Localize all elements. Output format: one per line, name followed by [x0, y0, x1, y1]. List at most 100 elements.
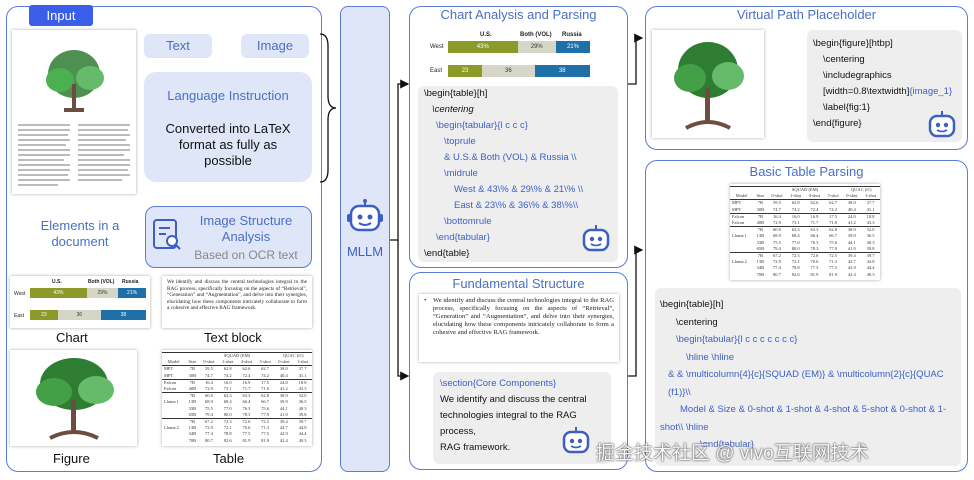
- mini-table-cell: 80.7: [773, 271, 781, 277]
- ca-header-both: Both (VOL): [520, 32, 552, 38]
- fs-code-line: process,: [440, 426, 476, 437]
- mini-table-header-cell: 1-shot: [222, 359, 234, 365]
- ca-code-line: \begin{tabular}{l c c c}: [436, 120, 528, 131]
- fundamental-bullet-text: We identify and discuss the central tech…: [433, 297, 614, 336]
- mini-table-cell: 40B: [756, 220, 765, 226]
- mini-table-cell: 41.2: [847, 220, 856, 226]
- mini-table-cell: 40.3: [298, 405, 307, 411]
- mini-table-header-cell: 0-shot: [203, 359, 215, 365]
- mini-table-cell: 16.0: [223, 379, 232, 385]
- mini-table-cell: 77.0: [791, 239, 800, 245]
- mini-table-cell: 34B: [188, 431, 197, 437]
- mini-table-cell: 77.4: [205, 431, 213, 437]
- mini-table-header-cell: Model: [167, 359, 180, 365]
- mini-table-cell: 62.8: [791, 200, 800, 206]
- mini-table-cell: 74.2: [829, 206, 838, 212]
- mini-table-cell: 77.5: [829, 265, 838, 271]
- mini-table-cell: 7B: [757, 253, 764, 259]
- bullet-dot: •: [424, 297, 427, 304]
- document-page-thumbnail: [12, 30, 136, 194]
- mini-table-cell: MPT: [164, 366, 174, 372]
- mini-table-cell: [730, 272, 753, 278]
- ca-code-line: \begin{table}[h]: [424, 88, 488, 99]
- chart-header-us: U.S.: [52, 279, 62, 285]
- ca-code-line: East & 23\% & 36\% & 38\%\\: [454, 200, 579, 211]
- mini-table-group-cell: SQUAD (EM): [791, 187, 819, 192]
- mini-table-cell: 75.5: [205, 405, 213, 411]
- ca-row-east: East: [430, 68, 443, 74]
- mini-table-cell: 66.4: [810, 233, 819, 239]
- mini-table-cell: 70.6: [242, 425, 251, 431]
- image-pill: Image: [241, 34, 309, 58]
- mini-table-cell: 75.5: [773, 239, 781, 245]
- robot-icon: [582, 225, 610, 252]
- mini-table-cell: 72.6: [810, 253, 819, 259]
- mini-table-cell: 82.6: [223, 437, 232, 443]
- mini-table-cell: 71.0: [261, 386, 270, 392]
- tp-code-line: (f1)}\\: [668, 386, 691, 398]
- mini-table-cell: 62.6: [242, 366, 251, 372]
- table-parsing-code: \begin{table}[h] \centering \begin{tabul…: [660, 296, 958, 454]
- mini-table-cell: 72.9: [773, 259, 781, 265]
- mini-table-cell: 16.9: [242, 379, 251, 385]
- figure-tree-art: [36, 358, 114, 440]
- mini-table-cell: 68.4: [223, 399, 232, 405]
- mini-table-cell: 72.1: [791, 259, 800, 265]
- vp-code-line: \end{figure}: [813, 118, 862, 129]
- mini-table-cell: 72.3: [791, 253, 800, 259]
- chart-bar-west-both: 29%: [86, 288, 119, 298]
- mini-table-cell: 62.8: [261, 393, 270, 399]
- mini-table-cell: 7B: [757, 213, 764, 219]
- ca-bar-west: 43% 29% 21%: [448, 41, 590, 53]
- mini-table-cell: [730, 253, 753, 260]
- fs-code-line: \section{Core Components}: [440, 378, 557, 389]
- fs-code-line: We identify and discuss the central: [440, 394, 587, 405]
- mini-table-cell: 63.3: [242, 393, 251, 399]
- mini-table-cell: 73.1: [223, 386, 232, 392]
- mini-table-cell: 77.9: [829, 245, 838, 251]
- mllm-output-arrows: [390, 33, 644, 381]
- mini-table-cell: 63.3: [810, 227, 819, 233]
- mini-table-cell: 72.5: [829, 253, 838, 259]
- mini-table-cell: 41.0: [279, 411, 288, 417]
- mini-table-header-cell: Size: [188, 359, 197, 365]
- ca-bar-east-russia: 38: [534, 65, 590, 77]
- mini-table-cell: 39.9: [847, 233, 856, 239]
- input-brace: [319, 33, 337, 183]
- mini-table-group-cell: QUAC (f1): [850, 187, 872, 192]
- mini-table-cell: 75.6: [829, 239, 838, 245]
- mini-table-cell: [730, 227, 753, 234]
- mini-table-cell: 70B: [188, 437, 197, 443]
- mini-table-cell: 71.3: [261, 425, 270, 431]
- mini-table-cell: 39.7: [866, 253, 875, 259]
- mini-table-cell: 71.7: [242, 386, 251, 392]
- mini-table-cell: 43.3: [298, 386, 307, 392]
- chart-row-label-west: West: [14, 291, 26, 297]
- mini-table-header-cell: 5-shot: [259, 359, 271, 365]
- mini-table-cell: 7B: [757, 227, 764, 233]
- mini-table-cell: 38.9: [279, 393, 288, 399]
- virtual-path-figure: [652, 30, 764, 138]
- mini-table-cell: 40.3: [866, 239, 875, 245]
- mini-table-cell: 37.7: [298, 366, 307, 372]
- image-structure-analysis-box: [145, 206, 312, 268]
- fs-code-line: technologies integral to the RAG: [440, 410, 577, 421]
- ca-row-west: West: [430, 44, 444, 50]
- figure-label: Figure: [53, 451, 90, 466]
- mini-table-cell: 80.0: [223, 411, 232, 417]
- chart-label: Chart: [56, 330, 88, 345]
- mini-table-cell: 39.9: [279, 399, 288, 405]
- virtual-path-tree-art: [674, 42, 744, 130]
- mini-table-cell: 32.0: [866, 227, 875, 233]
